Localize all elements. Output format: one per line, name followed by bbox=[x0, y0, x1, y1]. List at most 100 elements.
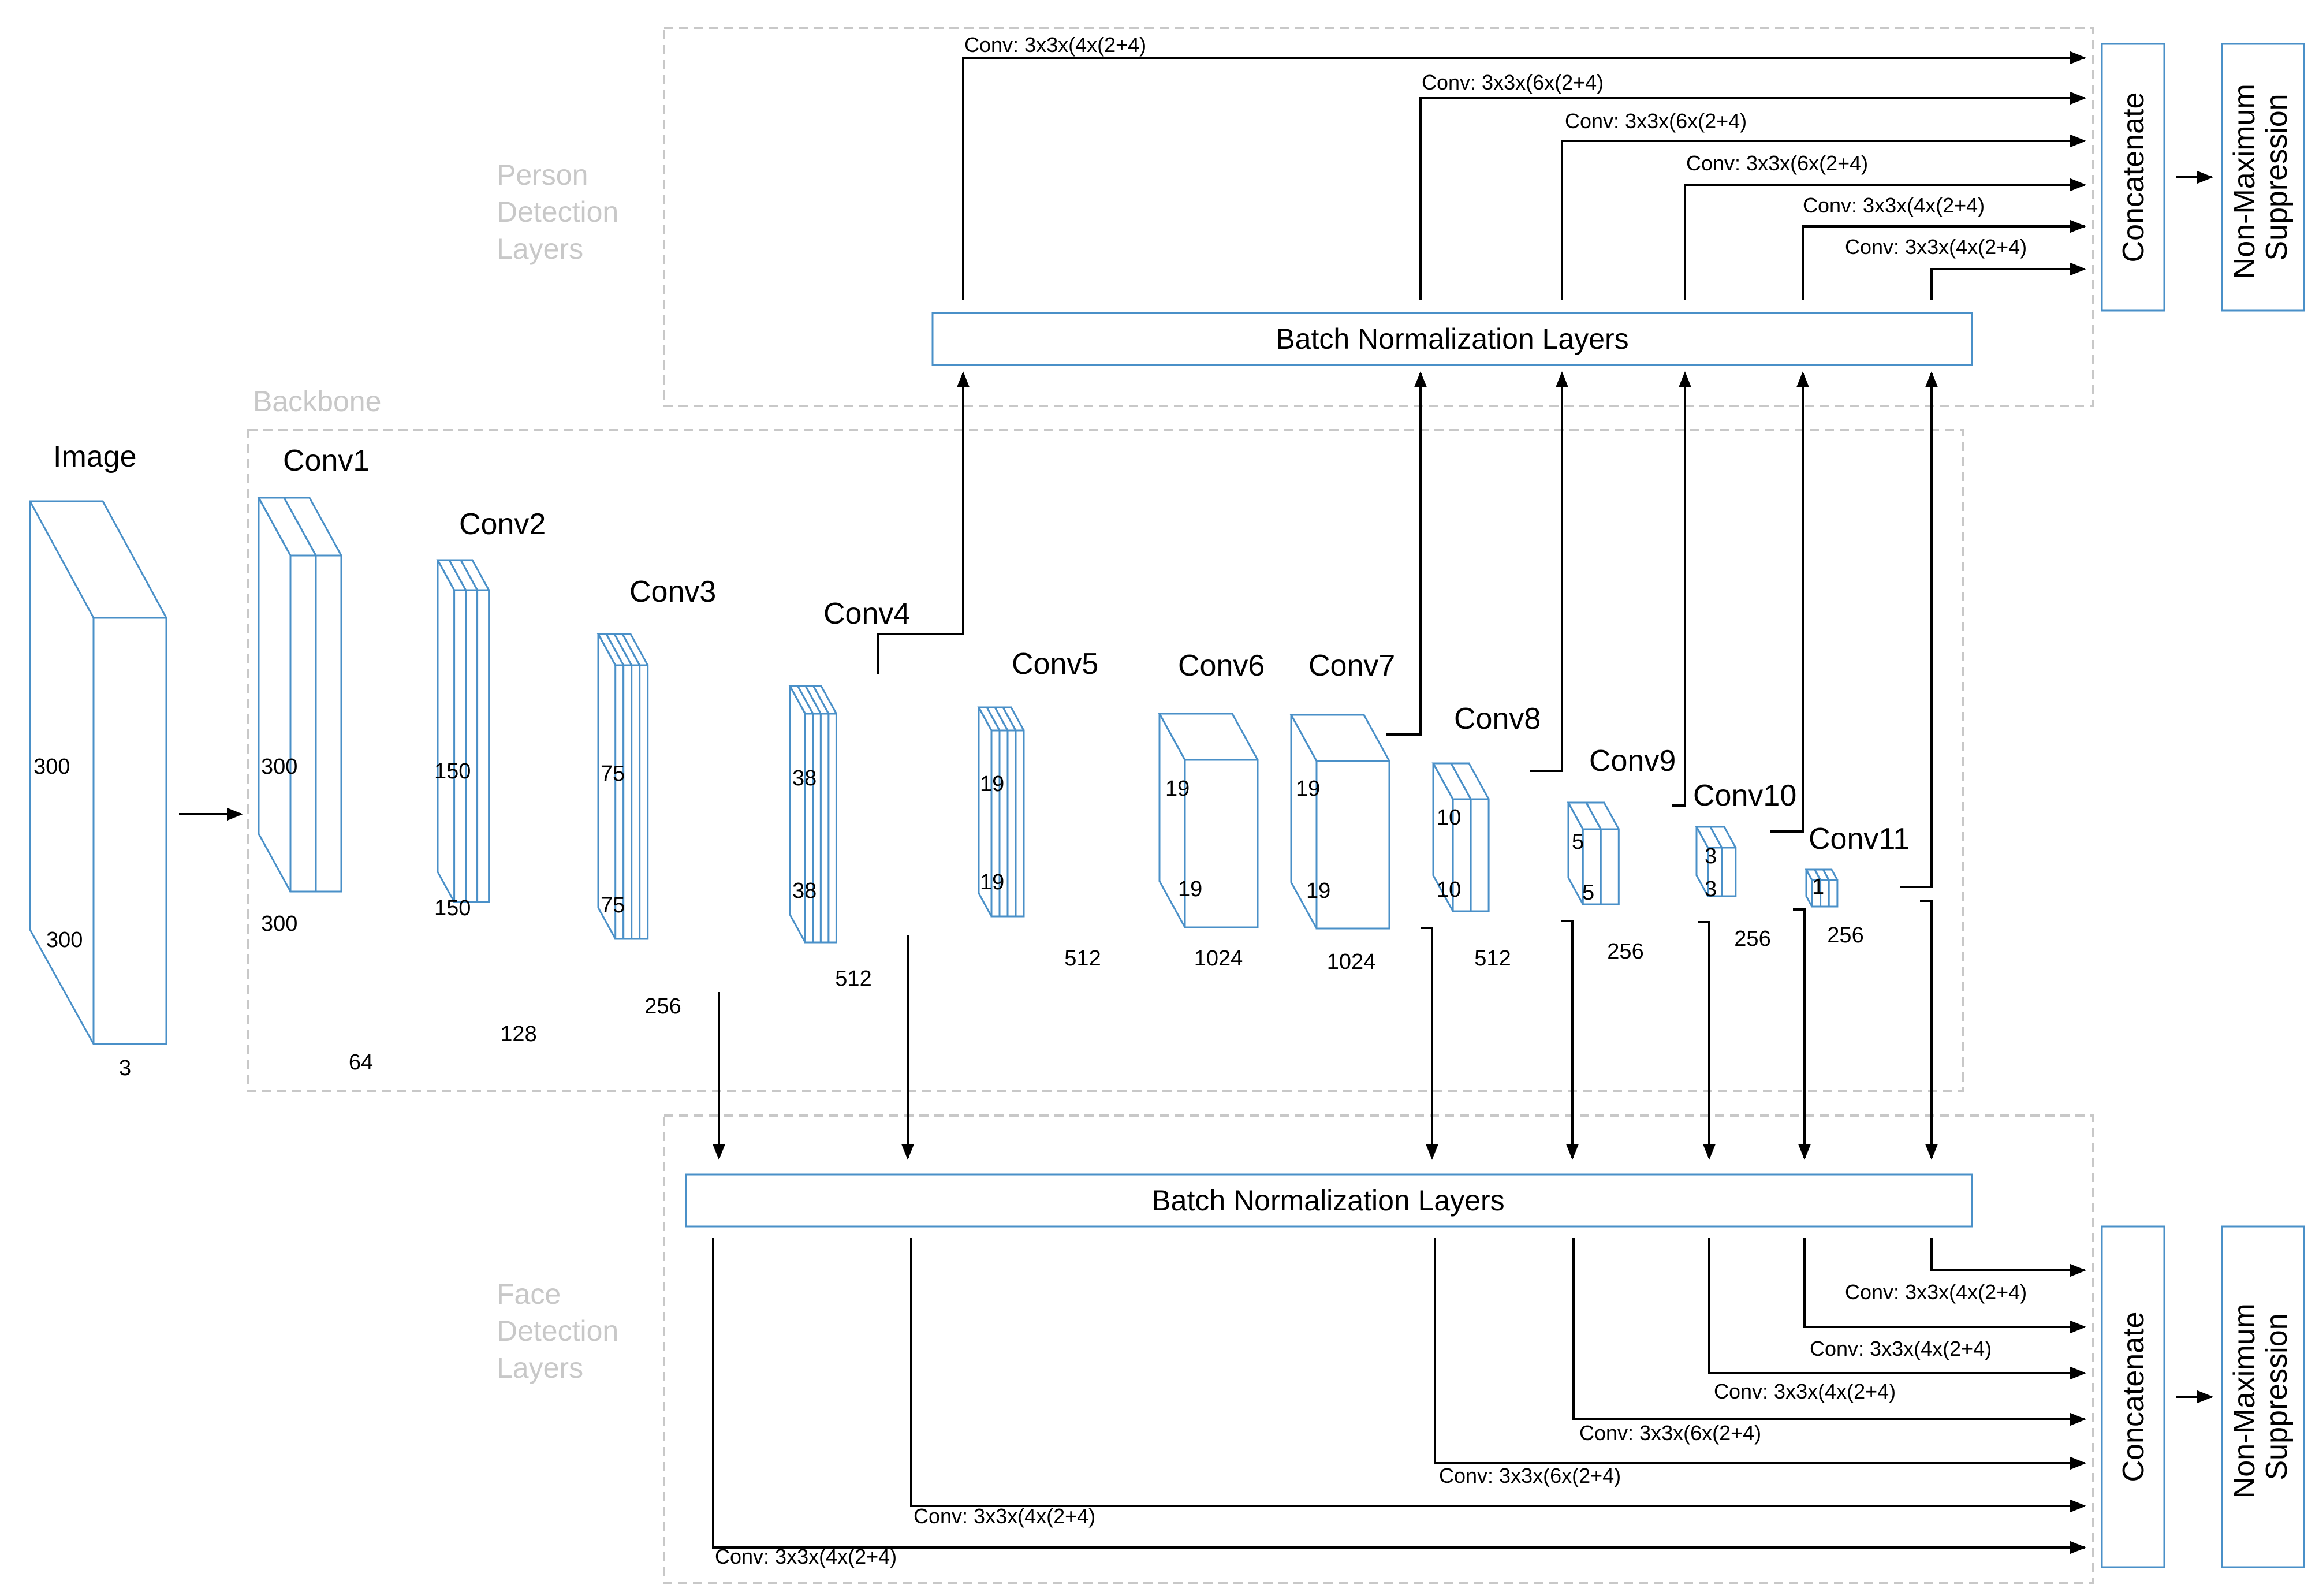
face-head-arrow-2 bbox=[910, 1238, 2086, 1513]
person-head-label: Conv: 3x3x(6x(2+4) bbox=[1422, 70, 1604, 94]
image-title: Image bbox=[53, 440, 137, 473]
conv-dim-label: 300 bbox=[261, 912, 297, 936]
conv-slice-front bbox=[453, 589, 467, 903]
conv-slice-front bbox=[315, 554, 342, 893]
conv-dim-label: 10 bbox=[1437, 878, 1461, 902]
person-batch-norm-bar bbox=[931, 312, 1973, 366]
image-block-shape bbox=[29, 500, 167, 1045]
person-nms-label: Non-Maximum Suppression bbox=[2228, 76, 2294, 279]
person-head-arrow-2 bbox=[1419, 91, 2086, 300]
image-width-label: 300 bbox=[46, 928, 83, 952]
conv-dim-label: 5 bbox=[1582, 881, 1594, 905]
person-source-arrow-3 bbox=[1530, 371, 1569, 772]
face-batch-norm-label: Batch Normalization Layers bbox=[1151, 1184, 1504, 1217]
person-nms-box bbox=[2221, 43, 2305, 312]
conv-side-face bbox=[1290, 714, 1318, 929]
face-nms-label: Non-Maximum Suppression bbox=[2228, 1295, 2294, 1499]
conv-side-face bbox=[1805, 869, 1813, 907]
conv-slice-top bbox=[605, 633, 633, 666]
conv-title: Conv1 bbox=[283, 444, 370, 478]
person-region-label: Person Detection Layers bbox=[497, 159, 627, 265]
conv-slice-front bbox=[1721, 847, 1737, 897]
conv-slice-front bbox=[827, 713, 837, 944]
face-head-label: Conv: 3x3x(4x(2+4) bbox=[715, 1545, 897, 1568]
face-head-label-top: Conv: 3x3x(4x(2+4) bbox=[1845, 1280, 2027, 1304]
conv-slice-top bbox=[1001, 706, 1025, 731]
face-concatenate-box bbox=[2101, 1225, 2165, 1568]
face-concatenate-label: Concatenate bbox=[2117, 1312, 2150, 1482]
conv-title: Conv8 bbox=[1454, 702, 1541, 736]
conv-channel-label: 512 bbox=[1064, 946, 1101, 971]
person-head-arrow-6 bbox=[1930, 262, 2086, 300]
conv-dim-label: 19 bbox=[1178, 877, 1202, 901]
conv-dim-label: 150 bbox=[434, 896, 471, 920]
conv-dim-label: 19 bbox=[1306, 879, 1330, 903]
conv-dim-label: 75 bbox=[601, 893, 625, 918]
person-head-arrow-4 bbox=[1684, 178, 2086, 300]
conv-slice-top bbox=[257, 497, 317, 556]
conv-title: Conv11 bbox=[1809, 822, 1910, 856]
conv-dim-label: 38 bbox=[792, 879, 817, 903]
conv-dim-label: 38 bbox=[792, 766, 817, 790]
conv-title: Conv4 bbox=[823, 597, 910, 631]
conv-side-face bbox=[597, 633, 617, 939]
conv-slice-top bbox=[459, 559, 490, 591]
person-source-arrow-5 bbox=[1770, 371, 1810, 833]
person-concatenate-label: Concatenate bbox=[2117, 92, 2150, 263]
conv-side-face bbox=[1432, 763, 1454, 912]
conv-channel-label: 1024 bbox=[1327, 950, 1376, 974]
conv-side-face bbox=[1158, 713, 1186, 928]
conv-slice-top bbox=[804, 685, 830, 714]
face-head-label: Conv: 3x3x(4x(2+4) bbox=[914, 1504, 1095, 1528]
person-source-arrow-4 bbox=[1672, 371, 1692, 807]
face-region-label-line-3: Layers bbox=[497, 1352, 583, 1384]
face-head-label: Conv: 3x3x(4x(2+4) bbox=[1810, 1337, 1992, 1360]
conv-channel-label: 512 bbox=[835, 967, 871, 991]
face-source-arrow-5 bbox=[1698, 921, 1716, 1160]
conv-slice-front bbox=[819, 713, 830, 944]
conv-slice-front bbox=[289, 554, 317, 893]
face-nms-box bbox=[2221, 1225, 2305, 1568]
person-head-arrow-3 bbox=[1561, 134, 2086, 300]
face-head-label: Conv: 3x3x(6x(2+4) bbox=[1579, 1421, 1761, 1445]
face-nms-label-line-1: Non-Maximum bbox=[2228, 1303, 2261, 1498]
conv-slice-top bbox=[788, 685, 814, 714]
conv-slice-front bbox=[465, 589, 479, 903]
conv-dim-label: 5 bbox=[1572, 830, 1584, 854]
person-source-arrow-1 bbox=[877, 371, 970, 674]
conv-slice-top bbox=[796, 685, 822, 714]
person-source-arrow-6 bbox=[1900, 371, 1938, 888]
conv-dim-label: 10 bbox=[1437, 806, 1461, 830]
conv-slice-top bbox=[1821, 868, 1839, 881]
conv-dim-label: 19 bbox=[1165, 777, 1190, 801]
conv-side-face bbox=[1567, 802, 1584, 905]
person-nms-label-line-2: Suppression bbox=[2260, 94, 2294, 260]
conv-title: Conv6 bbox=[1178, 649, 1265, 683]
face-region-label-line-1: Face bbox=[497, 1278, 561, 1310]
conv-dim-label: 75 bbox=[601, 762, 625, 786]
person-detection-region bbox=[663, 27, 2094, 407]
conv-slice-top bbox=[1567, 801, 1602, 830]
person-head-label: Conv: 3x3x(4x(2+4) bbox=[1803, 193, 1985, 217]
conv-slice-top bbox=[1289, 714, 1390, 762]
person-head-label: Conv: 3x3x(6x(2+4) bbox=[1565, 109, 1747, 133]
conv-title: Conv2 bbox=[459, 508, 546, 541]
conv-side-face bbox=[789, 685, 806, 943]
conv-slice-front bbox=[1582, 828, 1602, 905]
conv-layer-4: Conv4 38 38 512 bbox=[788, 597, 910, 991]
face-region-label-line-2: Detection bbox=[497, 1315, 618, 1347]
conv-dim-label: 150 bbox=[434, 759, 471, 784]
face-batch-norm-bar bbox=[685, 1173, 1973, 1228]
conv-side-face bbox=[978, 707, 993, 917]
conv-title: Conv7 bbox=[1308, 649, 1395, 683]
conv-side-face bbox=[258, 497, 292, 892]
face-head-label: Conv: 3x3x(4x(2+4) bbox=[1714, 1379, 1896, 1403]
face-source-arrow-3 bbox=[1421, 927, 1439, 1160]
conv-slice-front bbox=[476, 589, 490, 903]
person-region-label-line-2: Detection bbox=[497, 196, 618, 228]
